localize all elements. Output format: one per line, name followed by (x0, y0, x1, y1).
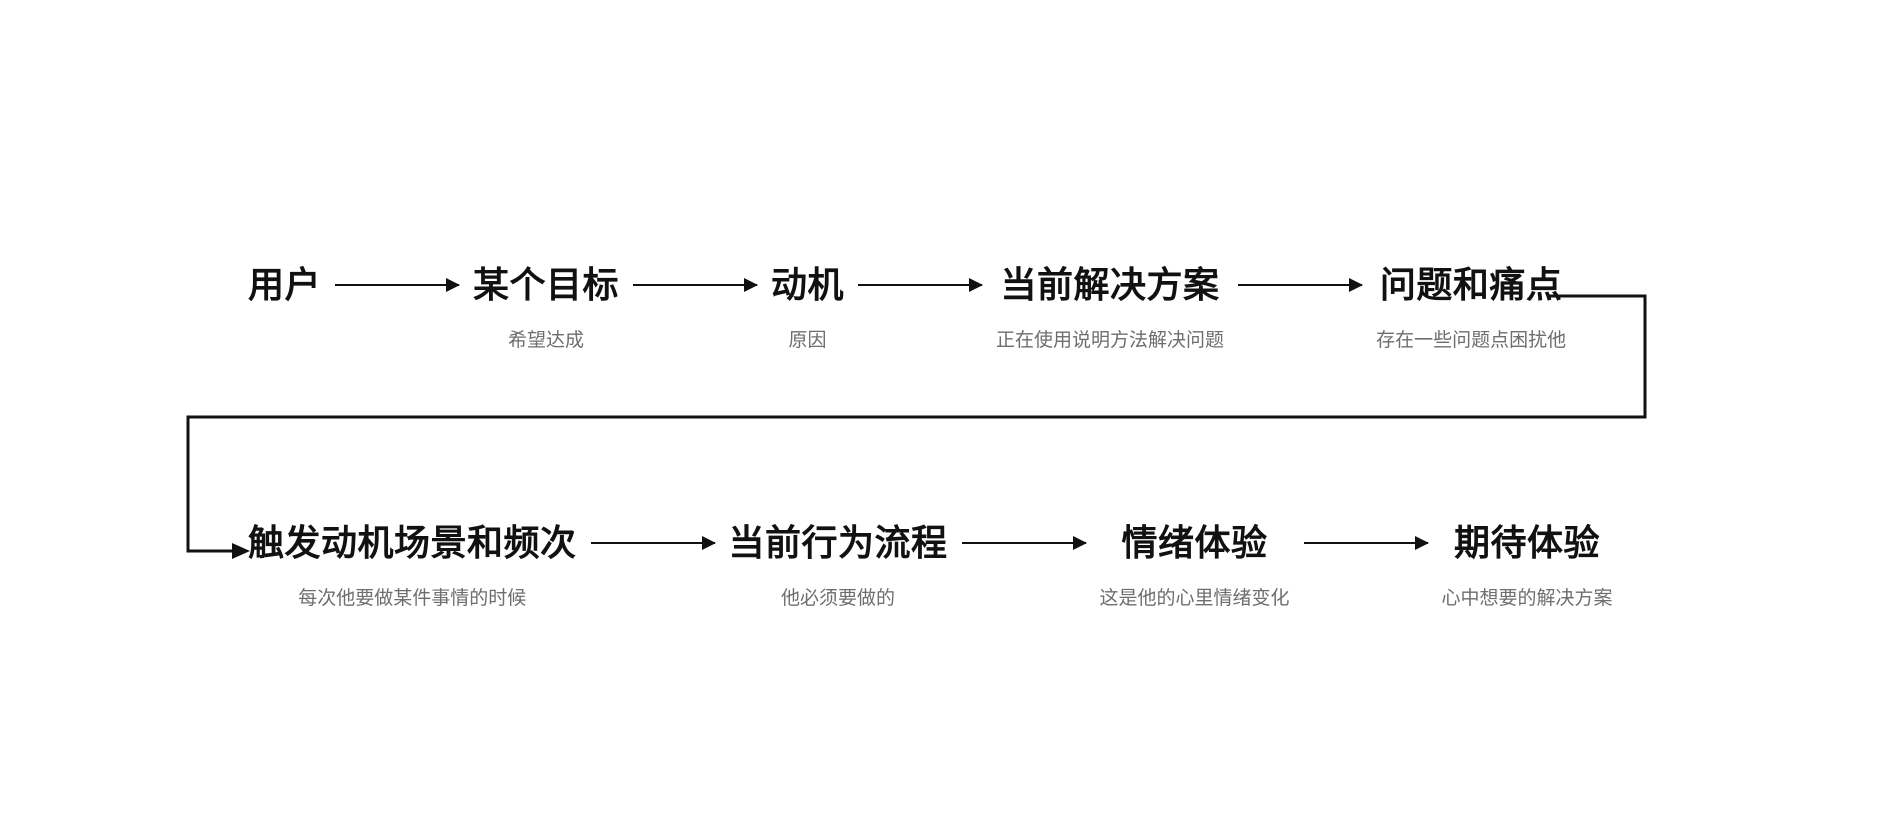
node-title: 动机 (771, 264, 845, 305)
flow-row-1: 用户 某个目标 希望达成 动机 原因 当前解决方案 正在使用说明方法解决问题 (248, 262, 1566, 354)
arrow-shaft (961, 542, 1086, 544)
arrow-head (1349, 278, 1364, 292)
node-title: 触发动机场景和频次 (248, 522, 577, 563)
node-subtitle: 每次他要做某件事情的时候 (298, 588, 527, 609)
node-subtitle: 他必须要做的 (781, 588, 896, 609)
node-title: 问题和痛点 (1379, 264, 1563, 305)
node-trigger-scenario-frequency[interactable]: 触发动机场景和频次 每次他要做某件事情的时候 (248, 520, 577, 612)
node-motivation[interactable]: 动机 原因 (771, 262, 844, 354)
node-goal[interactable]: 某个目标 希望达成 (473, 262, 619, 354)
node-user[interactable]: 用户 (248, 262, 321, 328)
node-title: 当前行为流程 (728, 522, 948, 563)
node-title: 当前解决方案 (1000, 264, 1220, 305)
arrow-emotion-to-expected-icon (1303, 520, 1429, 566)
arrow-shaft (858, 284, 983, 286)
arrow-user-to-goal-icon (335, 262, 461, 308)
arrow-head (1072, 536, 1087, 550)
arrow-shaft (1303, 542, 1428, 544)
arrow-head (701, 536, 716, 550)
arrow-shaft (590, 542, 715, 544)
arrow-head (1414, 536, 1429, 550)
node-title: 某个目标 (473, 264, 620, 305)
node-emotional-experience[interactable]: 情绪体验 这是他的心里情绪变化 (1100, 520, 1290, 612)
arrow-goal-to-motivation-icon (633, 262, 759, 308)
arrow-shaft (1238, 284, 1363, 286)
arrow-head (446, 278, 461, 292)
arrow-motivation-to-solution-icon (858, 262, 984, 308)
node-expected-experience[interactable]: 期待体验 心中想要的解决方案 (1442, 520, 1613, 612)
arrow-shaft (633, 284, 758, 286)
node-subtitle: 希望达成 (508, 330, 585, 351)
arrow-head (744, 278, 759, 292)
arrow-solution-to-painpoints-icon (1238, 262, 1364, 308)
arrow-behavior-to-emotion-icon (961, 520, 1087, 566)
node-subtitle: 存在一些问题点困扰他 (1376, 330, 1567, 351)
node-subtitle: 原因 (788, 330, 827, 351)
node-problems-painpoints[interactable]: 问题和痛点 存在一些问题点困扰他 (1376, 262, 1566, 354)
node-title: 情绪体验 (1121, 522, 1268, 563)
node-subtitle: 这是他的心里情绪变化 (1099, 588, 1290, 609)
arrow-head (969, 278, 984, 292)
node-title: 期待体验 (1454, 522, 1601, 563)
node-subtitle: 正在使用说明方法解决问题 (996, 330, 1225, 351)
node-current-solution[interactable]: 当前解决方案 正在使用说明方法解决问题 (996, 262, 1224, 354)
flow-row-2: 触发动机场景和频次 每次他要做某件事情的时候 当前行为流程 他必须要做的 情绪体… (248, 520, 1613, 612)
node-subtitle: 心中想要的解决方案 (1441, 588, 1613, 609)
arrow-shaft (335, 284, 460, 286)
arrow-trigger-to-behavior-icon (590, 520, 716, 566)
node-current-behavior-flow[interactable]: 当前行为流程 他必须要做的 (729, 520, 948, 612)
node-title: 用户 (248, 264, 322, 305)
